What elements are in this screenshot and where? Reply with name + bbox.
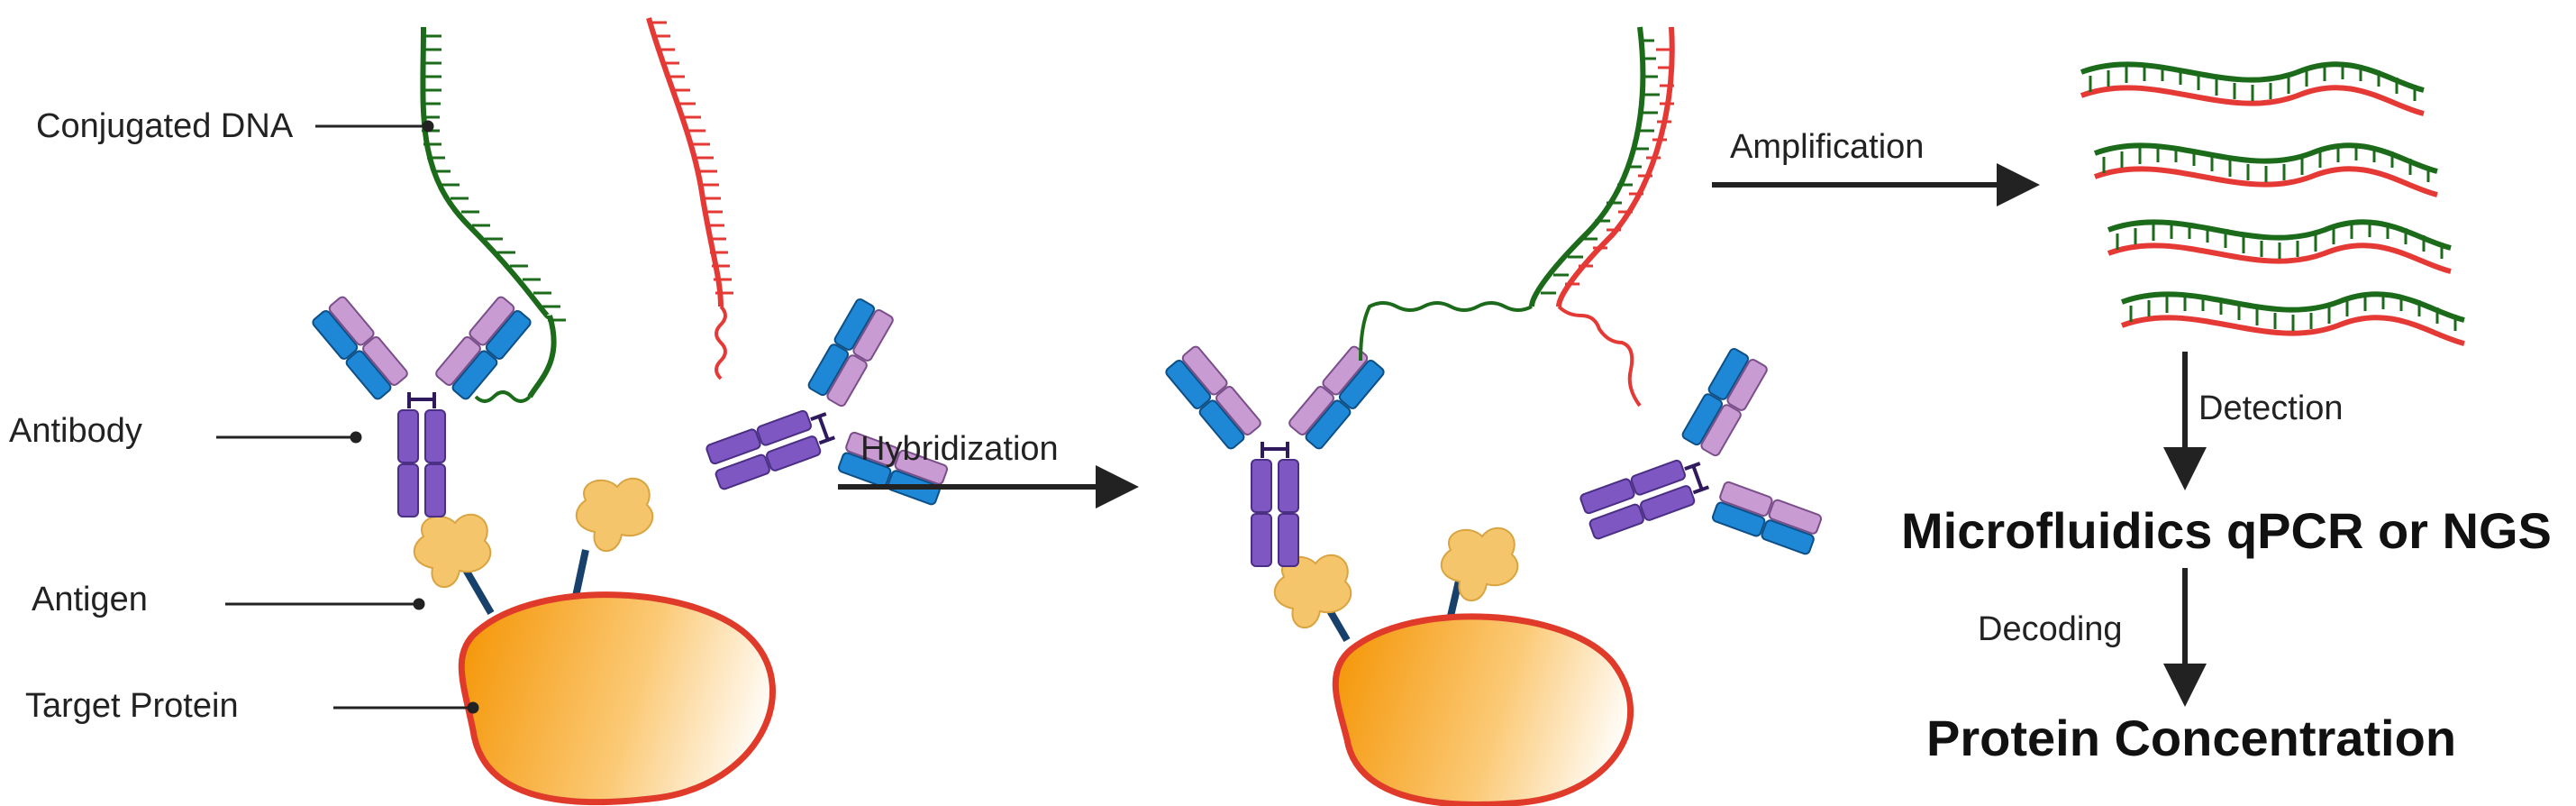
dna-copy-4	[2120, 291, 2465, 346]
output-text: Protein Concentration	[1926, 710, 2456, 766]
conjugated-dna-label: Conjugated DNA	[36, 107, 294, 145]
antibody-label: Antibody	[9, 412, 142, 450]
decoding-label: Decoding	[1978, 610, 2123, 648]
label-leaders	[216, 120, 479, 714]
panel-after-hybridization	[1162, 26, 1835, 806]
target-protein-label: Target Protein	[25, 687, 239, 725]
antigen-shape-1b	[575, 477, 654, 553]
antibody-shape-2a	[1162, 343, 1388, 568]
antibody-shape-2b	[1547, 336, 1835, 624]
target-protein-shape-2	[1312, 576, 1634, 806]
amplification-label: Amplification	[1730, 128, 1924, 166]
antibody-shape-1a	[309, 293, 534, 518]
dna-copy-3	[2107, 219, 2452, 274]
detection-label: Detection	[2198, 389, 2344, 427]
dna-copy-2	[2093, 142, 2438, 197]
antigen-label: Antigen	[32, 581, 148, 618]
red-dna-strand-1	[646, 17, 733, 380]
amplified-dna-copies	[2080, 61, 2465, 346]
target-protein-shape-1	[456, 549, 776, 806]
method-text: Microfluidics qPCR or NGS	[1901, 502, 2552, 559]
dna-copy-1	[2080, 61, 2425, 116]
antigen-shape-2b	[1440, 527, 1519, 602]
hybridization-label: Hybridization	[860, 430, 1059, 468]
antigen-shape-1a	[413, 513, 492, 589]
hybridized-dna-duplex	[1359, 26, 1675, 408]
panel-before-hybridization	[309, 17, 961, 806]
